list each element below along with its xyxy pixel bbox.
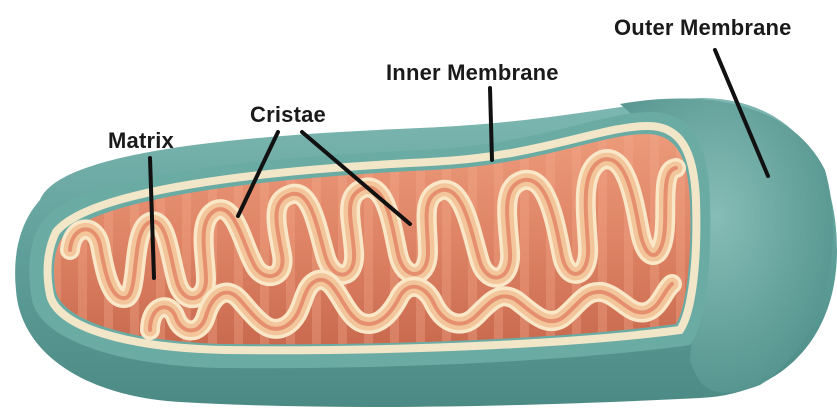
matrix-label: Matrix (108, 128, 175, 153)
outer-membrane-label: Outer Membrane (614, 15, 792, 40)
inner-membrane-label: Inner Membrane (386, 60, 559, 85)
inner-membrane-pointer (490, 88, 492, 160)
cristae-label: Cristae (250, 102, 326, 127)
